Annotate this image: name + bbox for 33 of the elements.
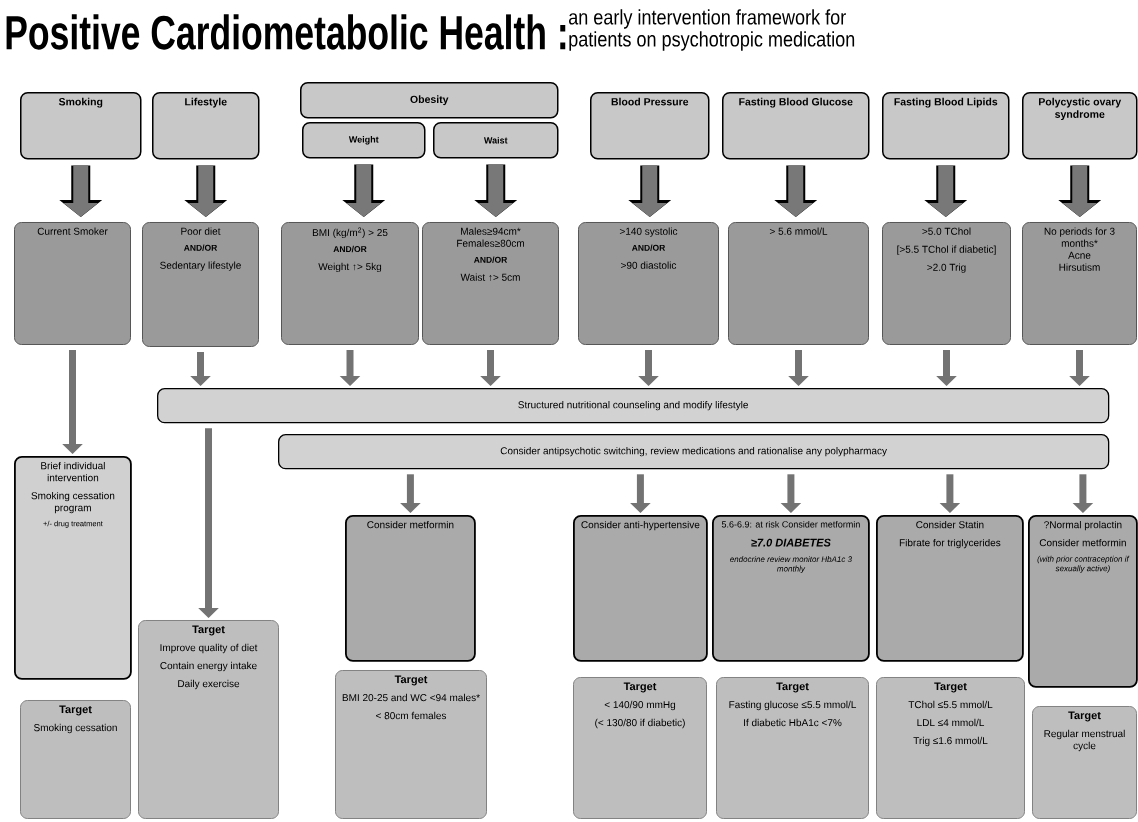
criteria-box: >140 systolic AND/OR >90 diastolic <box>578 222 719 345</box>
category-box: Lifestyle <box>152 92 260 160</box>
target-box: Target Fasting glucose ≤5.5 mmol/L If diabetic HbA1c <7% <box>716 677 869 819</box>
subcategory-box: Weight <box>302 122 426 159</box>
category-box: Blood Pressure <box>590 92 710 160</box>
target-box: Target Smoking cessation <box>20 700 131 819</box>
action-box: ?Normal prolactin Consider metformin (with prior contraception if sexually active) <box>1028 515 1138 688</box>
category-box: Fasting Blood Glucose <box>722 92 870 160</box>
target-box: Target < 140/90 mmHg (< 130/80 if diabetic) <box>573 677 707 819</box>
criteria-box: No periods for 3 months* Acne Hirsutism <box>1022 222 1137 345</box>
criteria-box: BMI (kg/m$^{2}$) > 25 AND/OR Weight ↑> 5kg <box>281 222 419 345</box>
category-box: Fasting Blood Lipids <box>882 92 1010 160</box>
target-box: Target BMI 20-25 and WC <94 males* < 80cm females <box>335 670 487 819</box>
action-box: 5.6-6.9: at risk Consider metformin ≥7.0 DIABETES endocrine review monitor HbA1c 3 monthly <box>712 515 870 662</box>
criteria-box: >5.0 TChol [>5.5 TChol if diabetic] >2.0 Trig <box>882 222 1011 345</box>
target-box: Target TChol ≤5.5 mmol/L LDL ≤4 mmol/L Trig ≤1.6 mmol/L <box>876 677 1025 819</box>
title: Positive Cardiometabolic Health : <box>6 14 566 50</box>
category-box: Polycystic ovary syndrome <box>1022 92 1138 160</box>
subcategory-box: Waist <box>433 122 559 159</box>
action-band: Structured nutritional counseling and modify lifestyle <box>157 388 1110 424</box>
category-box: Smoking <box>20 92 142 160</box>
target-box: Target Improve quality of diet Contain energy intake Daily exercise <box>138 620 279 819</box>
criteria-box: Males≥94cm* Females≥80cm AND/OR Waist ↑> 5cm <box>422 222 559 345</box>
category-box: Obesity <box>300 82 559 119</box>
action-box: Consider Statin Fibrate for triglycerides <box>876 515 1024 662</box>
subtitle: an early intervention framework for patients on psychotropic medication <box>569 9 855 51</box>
criteria-box: Current Smoker <box>14 222 131 345</box>
action-band: Consider antipsychotic switching, review medications and rationalise any polypharmacy <box>278 434 1110 470</box>
target-box: Target Regular menstrual cycle <box>1032 706 1137 819</box>
action-box: Consider anti-hypertensive <box>573 515 708 662</box>
criteria-box: Poor diet AND/OR Sedentary lifestyle <box>142 222 259 347</box>
action-box: Consider metformin <box>345 515 476 662</box>
criteria-box: > 5.6 mmol/L <box>728 222 869 345</box>
